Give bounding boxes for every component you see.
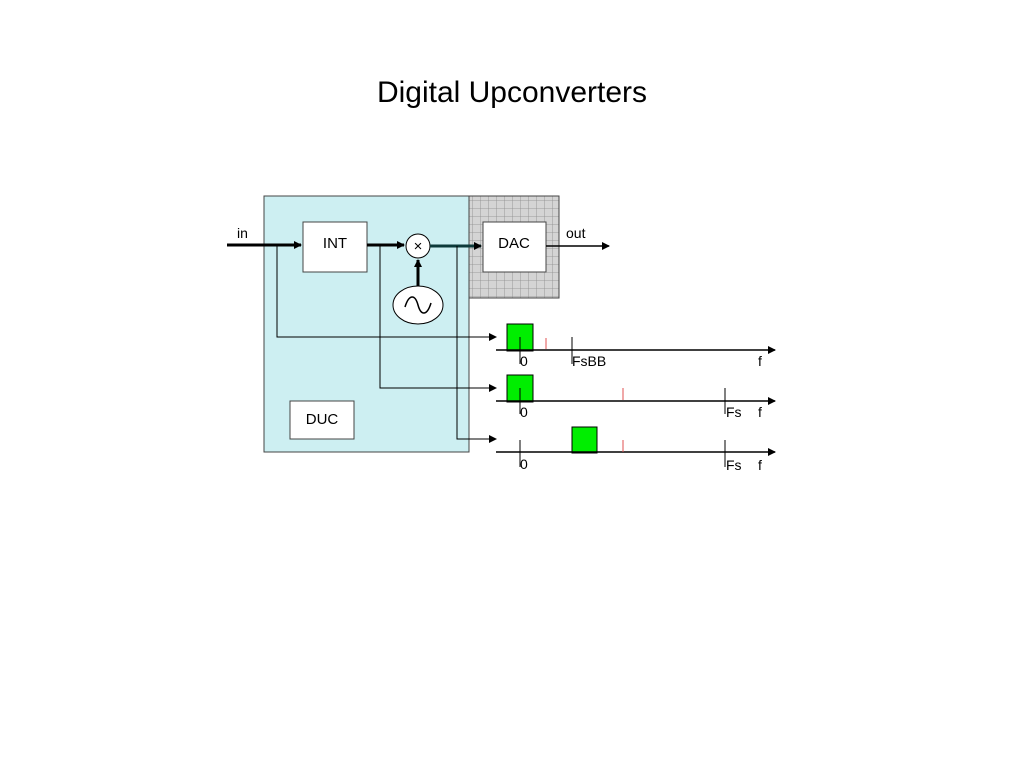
- rate-label: Fs: [726, 457, 742, 473]
- zero-label: 0: [520, 353, 528, 369]
- mixer-symbol: ×: [414, 238, 423, 255]
- spectrum-baseband: 0 FsBB f: [496, 323, 776, 369]
- tap-line-upconverted: [456, 246, 497, 443]
- tap-line-baseband: [276, 245, 497, 341]
- zero-label: 0: [520, 456, 528, 472]
- rate-label: Fs: [726, 404, 742, 420]
- oscillator-wave-icon: [404, 296, 432, 314]
- output-label: out: [566, 225, 586, 241]
- input-label: in: [237, 225, 248, 241]
- duc-label-box: [289, 400, 355, 440]
- spectrum-interpolated: 0 Fs f: [496, 374, 776, 420]
- zero-label: 0: [520, 404, 528, 420]
- axis-label: f: [758, 404, 762, 420]
- interpolator-block: [302, 221, 368, 273]
- axis-label: f: [758, 353, 762, 369]
- spectrum-upconverted: 0 Fs f: [496, 426, 776, 473]
- dac-block: [482, 221, 547, 273]
- interpolator-label: INT: [323, 235, 347, 252]
- axis-label: f: [758, 457, 762, 473]
- duc-label: DUC: [306, 411, 339, 428]
- rate-label: FsBB: [572, 353, 606, 369]
- dac-label: DAC: [498, 235, 530, 252]
- signal-band: [571, 426, 598, 454]
- page-title: Digital Upconverters: [376, 76, 648, 109]
